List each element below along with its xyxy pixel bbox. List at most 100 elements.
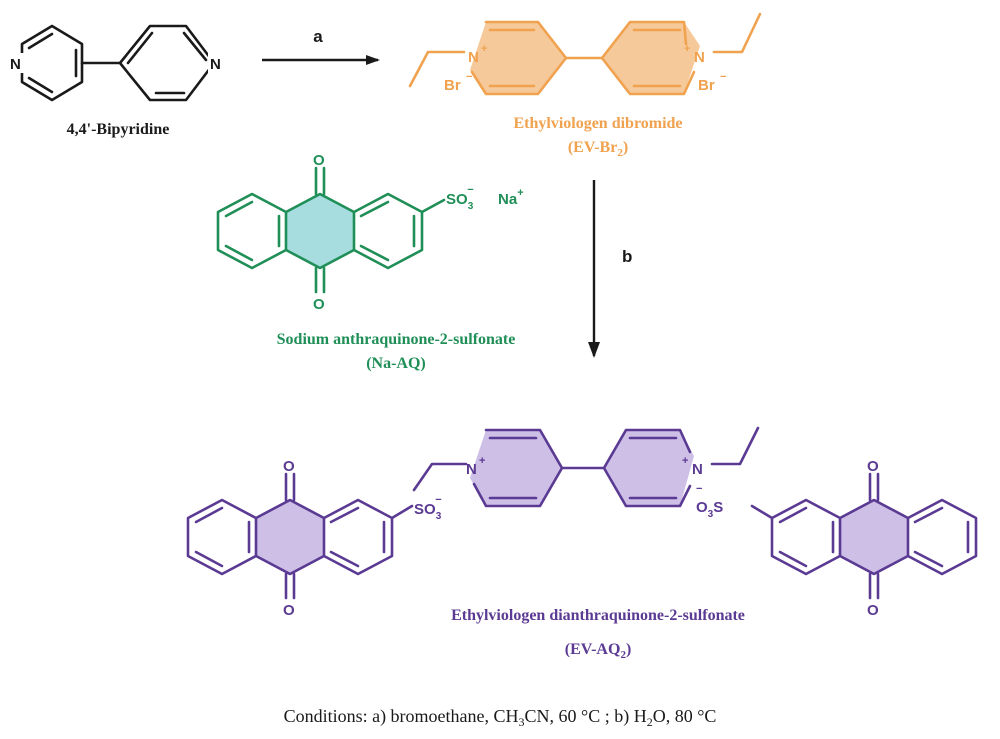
ev-aq2-left-aq-co-top: [284, 472, 296, 502]
ev-aq2-so3-left-minus: −: [435, 494, 441, 506]
ev-aq2-so3-right-o: O: [696, 499, 708, 516]
arrow-b-label: b: [622, 247, 632, 266]
conditions-text: Conditions: a) bromoethane, CH3CN, 60 °C…: [284, 706, 717, 729]
ev-br2-plus-left: +: [481, 43, 487, 55]
ev-br2-n-right: N: [694, 49, 705, 66]
ev-br2-right-ring-double: [632, 28, 682, 88]
ev-aq2-abbr-sub: 2: [620, 649, 626, 661]
ev-aq2-so3-right-sub: 3: [708, 509, 714, 520]
ev-aq2-abbr-main: (EV-AQ: [565, 641, 621, 658]
ev-br2-abbr-sub: 2: [617, 147, 623, 159]
ev-br2-plus-right: +: [684, 43, 690, 55]
ev-aq2-so3-right-minus: −: [696, 483, 702, 495]
bipy-n-right-bg: [208, 53, 226, 73]
conditions-end: O, 80 °C: [653, 706, 717, 726]
ev-aq2-molecule: [186, 426, 978, 600]
bipyridine-right-ring: [118, 24, 216, 102]
ev-aq2-left-aq-center-fill: [256, 500, 324, 574]
na-aq-so3: SO3 −: [446, 184, 474, 212]
ev-aq2-left-aq-left-ring-double: [194, 506, 251, 568]
ev-aq2-left-pyridinium-double: [488, 436, 538, 500]
na-aq-left-ring: [216, 192, 288, 270]
ev-aq2-right-o-top: O: [867, 458, 879, 475]
na-aq-so3-main: SO: [446, 191, 468, 208]
ev-aq2-right-aq-right-ring-double: [913, 506, 970, 568]
ev-br2-abbr-end: ): [623, 139, 628, 156]
bipy-n-left-bg: [8, 53, 26, 73]
na-aq-center-ring: [284, 192, 356, 270]
ev-br2-label: Ethylviologen dibromide: [513, 115, 682, 132]
ev-aq2-left-aq-right-ring-double: [329, 506, 386, 568]
conditions-mid: CN, 60 °C ; b) H: [525, 706, 647, 727]
na-aq-abbr: (Na-AQ): [366, 355, 426, 372]
ev-aq2-n-right: N: [692, 461, 703, 478]
na-aq-na-sup: +: [517, 187, 523, 199]
arrow-a-label: a: [313, 27, 323, 46]
bipyridine-left-ring-double: [27, 32, 78, 94]
ev-aq2-so3-left: SO3 −: [414, 494, 442, 522]
ev-br2-br-left: Br: [444, 77, 461, 94]
bipyridine-label: 4,4'-Bipyridine: [67, 121, 170, 138]
bipyridine-left-ring: [20, 24, 84, 102]
ev-aq2-n-left: N: [466, 461, 477, 478]
bipyridine-right-ring-double: [126, 31, 208, 95]
ev-aq2-so3-right-s: S: [713, 499, 723, 516]
bipyridine-n-left: N: [10, 56, 21, 73]
ev-aq2-right-aq-left-ring-double: [778, 506, 835, 568]
ev-aq2-left-aq-c-s: [390, 504, 414, 520]
ev-aq2-left-aq-center-ring: [254, 498, 326, 576]
ev-br2-right-ring-fill: [602, 22, 700, 94]
na-aq-so3-sub: 3: [468, 201, 474, 212]
na-aq-molecule: [216, 166, 446, 294]
ev-aq2-right-pyridinium: [602, 428, 692, 508]
ev-br2-right-ring: [600, 20, 696, 96]
conditions-sub1: 3: [519, 715, 525, 729]
na-aq-label: Sodium anthraquinone-2-sulfonate: [277, 331, 516, 348]
ev-aq2-plus-right: +: [682, 455, 688, 467]
na-aq-right-ring: [352, 192, 424, 270]
ev-br2-abbr-main: (EV-Br: [568, 139, 617, 156]
na-aq-o-top: O: [313, 152, 325, 169]
conditions-sub2: 2: [647, 715, 653, 729]
ev-aq2-right-aq-c-s: [750, 504, 774, 520]
ev-aq2-right-aq-left-ring: [770, 498, 842, 576]
ev-br2-left-ring-fill: [470, 22, 566, 94]
ev-aq2-abbr: (EV-AQ2): [565, 641, 632, 661]
na-aq-so3-sup: −: [467, 184, 473, 196]
ev-aq2-right-aq-center-ring: [838, 498, 910, 576]
ev-aq2-right-aq-center-fill: [840, 500, 908, 574]
ev-aq2-left-o-bottom: O: [283, 602, 295, 619]
ev-br2-right-ethyl: [712, 12, 762, 54]
ev-aq2-right-pyridinium-fill: [604, 430, 694, 506]
ev-br2-left-ring: [470, 20, 568, 96]
na-aq-left-ring-double: [224, 200, 281, 262]
ev-aq2-so3-right: O3S: [696, 499, 723, 520]
ev-aq2-right-o-bottom: O: [867, 602, 879, 619]
ev-aq2-right-pyridinium-double: [628, 436, 678, 500]
ev-aq2-plus-left: +: [479, 455, 485, 467]
ev-aq2-left-aq-right-ring: [322, 498, 394, 576]
na-aq-right-ring-double: [359, 200, 416, 262]
ev-aq2-so3-left-main: SO: [414, 501, 436, 518]
ev-aq2-so3-left-sub: 3: [436, 511, 442, 522]
ev-aq2-abbr-end: ): [626, 641, 631, 658]
ev-aq2-left-o-top: O: [283, 458, 295, 475]
na-aq-center-fill: [286, 194, 354, 268]
ev-br2-left-ring-double: [488, 28, 536, 88]
na-aq-co-top: [314, 166, 326, 196]
ev-aq2-right-aq-right-ring: [906, 498, 978, 576]
bipyridine-molecule: [20, 24, 216, 102]
bipyridine-n-right: N: [210, 56, 221, 73]
ev-aq2-right-aq-co-top: [868, 472, 880, 502]
ev-br2-br-right: Br: [698, 77, 715, 94]
ev-aq2-right-ethyl: [710, 426, 760, 466]
na-aq-na-main: Na: [498, 191, 518, 208]
ev-br2-left-ethyl: [408, 50, 466, 88]
ev-aq2-left-aq-co-bottom: [284, 572, 296, 600]
na-aq-c-s-bond: [420, 198, 446, 214]
na-aq-na: Na+: [498, 187, 524, 208]
ev-aq2-left-aq-left-ring: [186, 498, 258, 576]
ev-br2-molecule: [408, 12, 762, 96]
ev-aq2-label: Ethylviologen dianthraquinone-2-sulfonat…: [451, 607, 745, 624]
